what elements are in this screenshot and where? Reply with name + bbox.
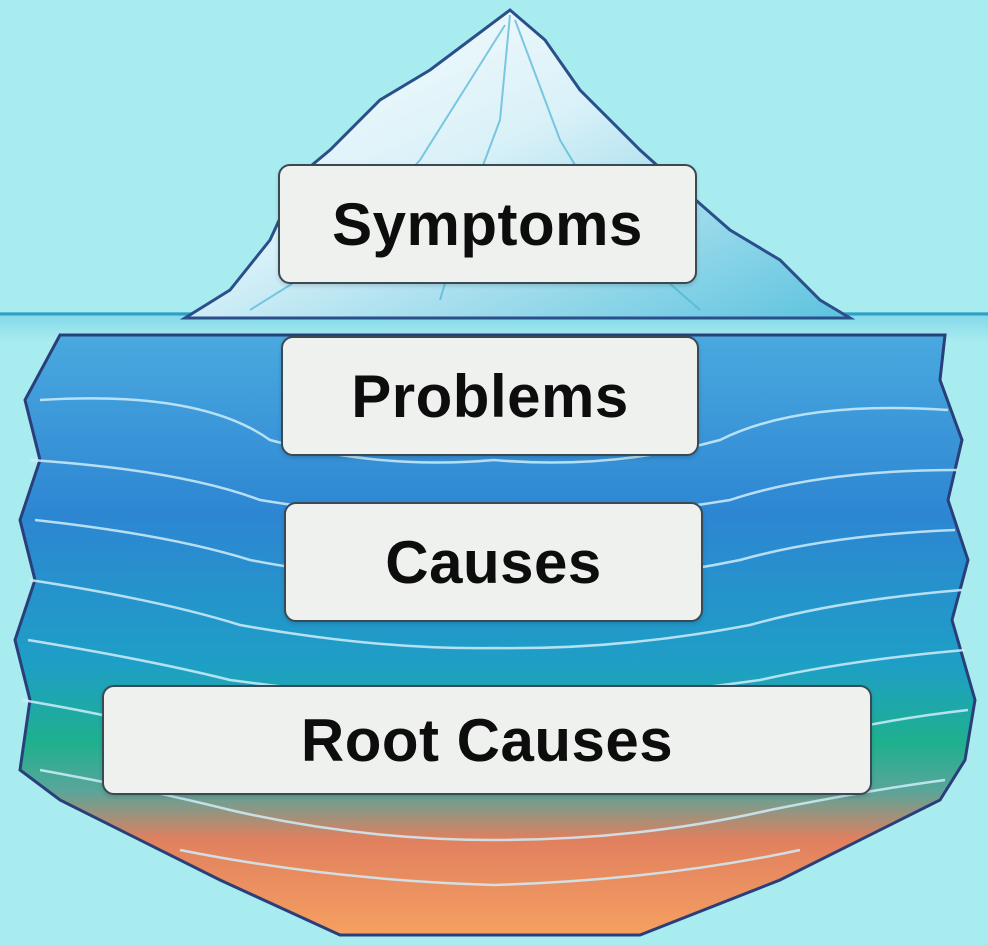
layer-problems: Problems bbox=[281, 336, 699, 456]
layer-label: Causes bbox=[385, 528, 601, 597]
layer-root-causes: Root Causes bbox=[102, 685, 872, 795]
layer-label: Problems bbox=[351, 362, 628, 431]
layer-label: Symptoms bbox=[332, 190, 643, 259]
layer-symptoms: Symptoms bbox=[278, 164, 697, 284]
layer-causes: Causes bbox=[284, 502, 703, 622]
layer-label: Root Causes bbox=[301, 706, 673, 775]
